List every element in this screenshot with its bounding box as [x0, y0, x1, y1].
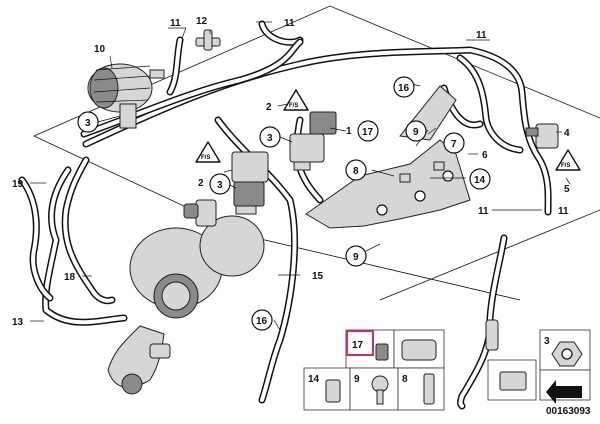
vacuum-reservoir: [87, 63, 165, 129]
callout-11: 11: [558, 206, 569, 217]
legend-8: 8: [402, 374, 408, 385]
callout-circle: [345, 159, 367, 181]
callout-16: 16: [256, 316, 268, 327]
svg-text:F/S: F/S: [201, 155, 210, 161]
bracket-clip-icon: [401, 339, 437, 361]
turbocharger: [107, 199, 265, 395]
callout-3: 3: [217, 180, 223, 191]
callout-3: 3: [85, 118, 91, 129]
callout-11: 11: [284, 18, 295, 29]
callout-circle: [357, 120, 379, 142]
nut-hole-icon: [561, 348, 573, 360]
callouts: 11 12 11 11 10 3 2 3 1 17 16 9 7 6 8 14 …: [12, 16, 570, 331]
legend-3: 3: [544, 336, 550, 347]
pressure-converter-lower: [231, 151, 269, 215]
parts-legend: 17 14 9 8 3 00163093: [303, 329, 591, 417]
legend-highlight: [346, 330, 374, 356]
callout-circle: [77, 111, 99, 133]
callout-8: 8: [353, 166, 359, 177]
callout-circle: [443, 132, 465, 154]
dipstick-tube: [457, 234, 508, 410]
screw-shank-icon: [376, 389, 384, 405]
warning-triangle-right: F/S: [555, 149, 581, 171]
callout-17: 17: [362, 127, 374, 138]
warning-triangle-left: F/S: [195, 141, 221, 163]
pressure-converter-upper: [289, 111, 337, 171]
clip-icon: [375, 343, 389, 361]
bolt-icon: [423, 373, 435, 405]
callout-11: 11: [478, 206, 489, 217]
leader-lines: [30, 21, 571, 331]
callout-2: 2: [266, 102, 272, 113]
callout-circle: [345, 245, 367, 267]
callout-9: 9: [353, 252, 359, 263]
callout-7: 7: [451, 139, 457, 150]
svg-text:F/S: F/S: [289, 103, 298, 109]
holder-icon: [325, 379, 341, 403]
svg-text:F/S: F/S: [561, 163, 570, 169]
callout-1: 1: [346, 126, 352, 137]
callout-5: 5: [564, 184, 570, 195]
callout-13: 13: [12, 317, 24, 328]
callout-circle: [405, 120, 427, 142]
callout-circle: [209, 173, 231, 195]
callout-2: 2: [198, 178, 204, 189]
callout-10: 10: [94, 44, 106, 55]
legend-17: 17: [352, 340, 364, 351]
diagram-id: 00163093: [546, 406, 591, 417]
valve-bracket: [305, 85, 471, 229]
legend-9: 9: [354, 374, 360, 385]
callout-12: 12: [196, 16, 208, 27]
callout-11: 11: [170, 18, 181, 29]
callout-circle: [259, 126, 281, 148]
callout-circle: [469, 168, 491, 190]
hose-connector: [525, 123, 559, 149]
legend-cell: [397, 367, 445, 411]
legend-14: 14: [308, 374, 320, 385]
callout-19: 19: [12, 179, 24, 190]
callout-circle: [251, 309, 273, 331]
callout-6: 6: [482, 150, 488, 161]
callout-9: 9: [413, 127, 419, 138]
callout-15: 15: [312, 271, 324, 282]
callout-3: 3: [267, 133, 273, 144]
callout-11: 11: [476, 30, 487, 41]
callout-4: 4: [564, 128, 570, 139]
tee-connector: [195, 29, 221, 51]
callout-16: 16: [398, 83, 410, 94]
arrow-icon: [546, 380, 582, 404]
callout-14: 14: [474, 175, 486, 186]
callout-circle: [393, 76, 415, 98]
warning-triangle-upper: F/S: [283, 89, 309, 111]
callout-18: 18: [64, 272, 76, 283]
clamp-icon: [499, 371, 527, 391]
